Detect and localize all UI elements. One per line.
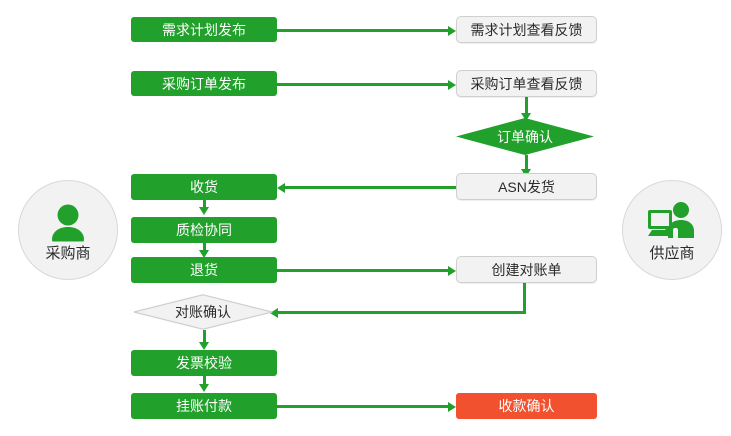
edge-statement-to-confirm-arrow: [270, 307, 278, 318]
node-quality-collaboration[interactable]: 质检协同: [131, 217, 277, 243]
node-label: 挂账付款: [176, 398, 232, 414]
node-label: 采购订单查看反馈: [470, 75, 583, 92]
node-goods-receipt[interactable]: 收货: [131, 174, 277, 200]
node-label: ASN发货: [498, 178, 555, 195]
person-icon: [42, 199, 94, 245]
person-at-computer-icon: [646, 199, 698, 245]
edge-purchase-order: [277, 83, 448, 86]
edge-statement-to-confirm: [278, 311, 525, 314]
node-receipt-confirm[interactable]: 收款确认: [456, 393, 597, 419]
node-label: 退货: [190, 262, 218, 278]
node-invoice-verify[interactable]: 发票校验: [131, 350, 277, 376]
node-create-statement[interactable]: 创建对账单: [456, 256, 597, 283]
actor-label: 供应商: [649, 245, 695, 262]
edge-return-to-statement: [277, 269, 448, 272]
edge-confirm-to-asn: [524, 155, 528, 174]
node-label: 需求计划发布: [162, 21, 246, 38]
node-return-goods[interactable]: 退货: [131, 257, 277, 283]
edge-confirm-to-invoice-arrow: [199, 342, 209, 350]
edge-return-to-statement-arrow: [448, 265, 456, 276]
node-demand-plan-publish[interactable]: 需求计划发布: [131, 17, 277, 42]
edge-invoice-to-payment: [202, 376, 206, 388]
node-label: 对账确认: [175, 304, 231, 320]
edge-quality-to-return: [202, 243, 206, 254]
node-payment-on-account[interactable]: 挂账付款: [131, 393, 277, 419]
node-label: 质检协同: [176, 222, 232, 238]
diamond-shape: [456, 118, 594, 155]
edge-payment-to-receipt-confirm: [277, 405, 448, 408]
node-purchase-order-publish[interactable]: 采购订单发布: [131, 71, 277, 96]
node-label: 创建对账单: [491, 261, 562, 278]
node-label: 采购订单发布: [162, 75, 246, 92]
edge-quality-to-return-arrow: [199, 250, 209, 258]
actor-supplier[interactable]: 供应商: [622, 180, 722, 280]
node-order-confirm[interactable]: 订单确认: [456, 118, 594, 155]
node-statement-confirm[interactable]: 对账确认: [133, 294, 273, 330]
edge-statement-drop: [523, 283, 526, 314]
node-label: 需求计划查看反馈: [470, 21, 583, 38]
edge-payment-to-receipt-confirm-arrow: [448, 401, 456, 412]
node-label: 收货: [190, 179, 218, 195]
edge-invoice-to-payment-arrow: [199, 384, 209, 392]
edge-feedback-to-confirm: [524, 97, 528, 118]
edge-feedback-to-confirm-arrow: [521, 113, 531, 121]
node-asn-delivery[interactable]: ASN发货: [456, 173, 597, 200]
node-demand-plan-feedback[interactable]: 需求计划查看反馈: [456, 16, 597, 43]
edge-receipt-to-quality: [202, 200, 206, 211]
edge-asn-to-receipt: [285, 186, 457, 189]
edge-confirm-to-invoice: [202, 330, 206, 346]
edge-asn-to-receipt-arrow: [277, 182, 285, 193]
actor-label: 采购商: [45, 245, 91, 262]
actor-buyer[interactable]: 采购商: [18, 180, 118, 280]
edge-demand-plan: [277, 29, 448, 32]
edge-demand-plan-arrow: [448, 25, 456, 36]
edge-receipt-to-quality-arrow: [199, 207, 209, 215]
node-label: 收款确认: [498, 398, 555, 414]
edge-purchase-order-arrow: [448, 79, 456, 90]
node-label: 订单确认: [497, 128, 553, 145]
node-purchase-order-feedback[interactable]: 采购订单查看反馈: [456, 70, 597, 97]
node-label: 发票校验: [176, 355, 232, 371]
diamond-shape: [133, 294, 273, 330]
